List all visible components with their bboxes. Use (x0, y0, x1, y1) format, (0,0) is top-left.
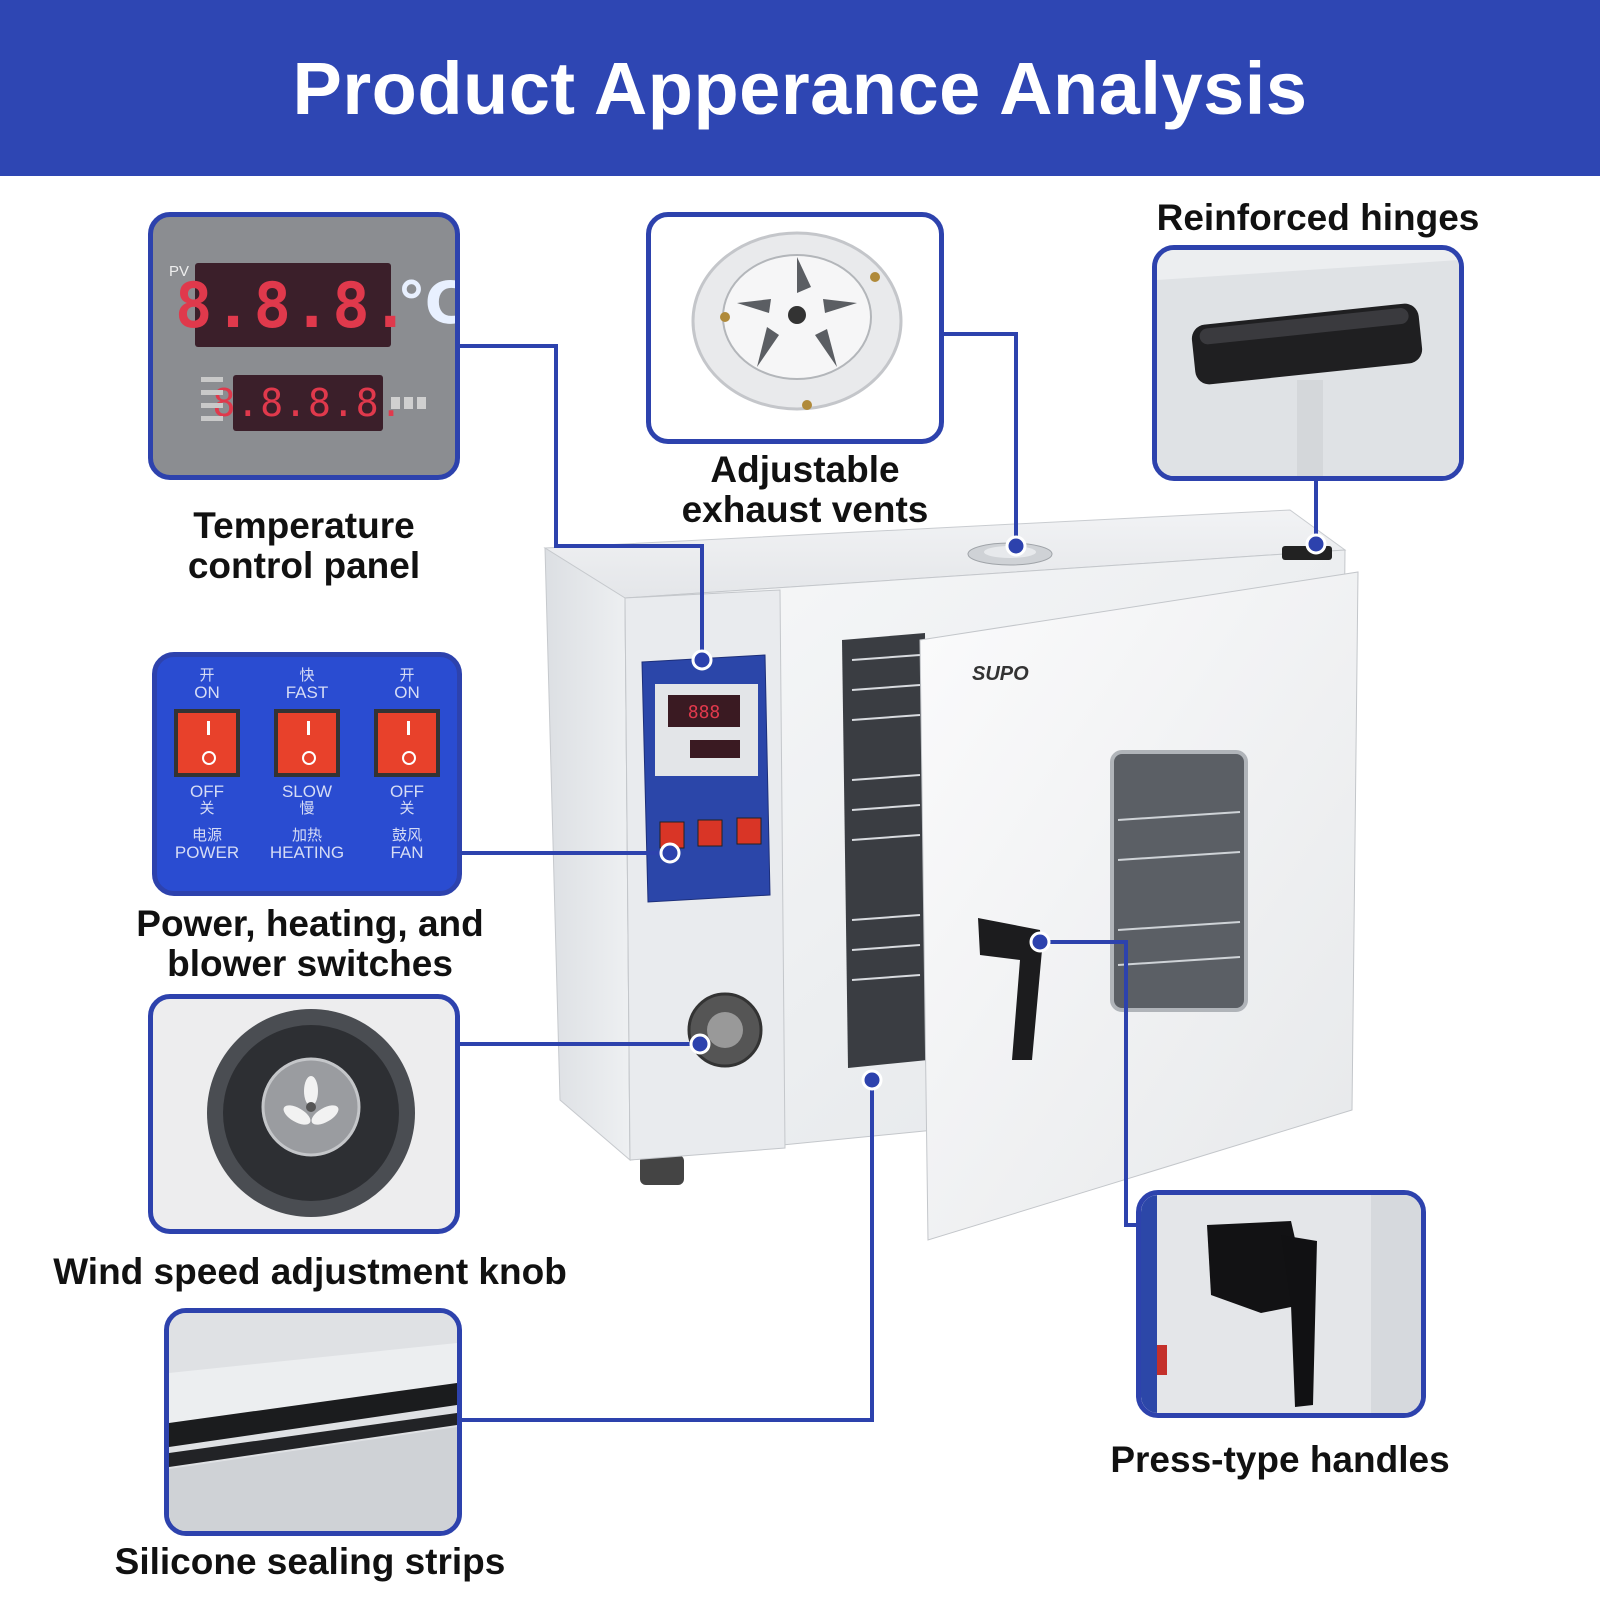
seal-strip-icon (169, 1313, 457, 1531)
oven-rack-lines (851, 654, 921, 981)
mini-switch (659, 821, 685, 849)
label-sealing-strips: Silicone sealing strips (114, 1541, 506, 1582)
rocker-switch-power[interactable] (174, 709, 240, 777)
label-reinforced-hinges: Reinforced hinges (1156, 197, 1480, 238)
callout-exhaust-vents (646, 212, 944, 444)
page-title: Product Apperance Analysis (292, 46, 1308, 130)
door-window (1110, 750, 1248, 1012)
callout-temperature-panel: PV 8.8.8. ℃ 8.8.8.8. (148, 212, 460, 480)
oven-chamber (842, 633, 928, 1068)
sv-indicator-icon (201, 377, 223, 429)
switch-row: 开 ON OFF 关 电源 POWER 快 FAST SLOW 慢 加热 HEA… (157, 657, 457, 891)
sv-keys-icon (391, 397, 429, 409)
callout-sealing-strips (164, 1308, 462, 1536)
oven-side (544, 547, 631, 1162)
callout-wind-knob (148, 994, 460, 1234)
top-hinge (1282, 546, 1332, 560)
label-wind-knob: Wind speed adjustment knob (53, 1251, 567, 1292)
rocker-switch-fan[interactable] (374, 709, 440, 777)
mini-switch (736, 817, 762, 845)
pv-tag: PV (169, 263, 190, 280)
exhaust-vent-icon (691, 231, 903, 411)
mini-switch (697, 819, 723, 847)
callout-switches: 开 ON OFF 关 电源 POWER 快 FAST SLOW 慢 加热 HEA… (152, 652, 462, 896)
fan-knob-icon (207, 1009, 415, 1217)
label-switches: Power, heating, and blower switches (136, 903, 484, 984)
switch-power: 开 ON OFF 关 电源 POWER (174, 667, 240, 862)
sv-digits: 8.8.8.8. (212, 381, 404, 425)
celsius-unit: ℃ (397, 269, 455, 337)
header-banner: Product Apperance Analysis (0, 0, 1600, 176)
callout-reinforced-hinges (1152, 245, 1464, 481)
svg-text:888: 888 (688, 702, 721, 723)
label-temperature-panel: Temperature control panel (187, 505, 421, 586)
rocker-switch-heating[interactable] (274, 709, 340, 777)
hinge-icon (1157, 250, 1459, 476)
oven-foot (640, 1155, 684, 1185)
switch-heating: 快 FAST SLOW 慢 加热 HEATING (269, 667, 345, 862)
door-handle (978, 918, 1042, 1060)
brand-logo: SUPO (972, 663, 1029, 685)
sv-display: 8.8.8.8. (212, 375, 403, 431)
label-press-handles: Press-type handles (1110, 1439, 1450, 1480)
handle-icon (1141, 1195, 1421, 1413)
label-exhaust-vents: Adjustable exhaust vents (681, 449, 929, 530)
callout-press-handles (1136, 1190, 1426, 1418)
pv-display: 8.8.8. (175, 263, 409, 347)
pv-digits: 8.8.8. (175, 268, 411, 342)
switch-fan: 开 ON OFF 关 鼓风 FAN (361, 667, 453, 891)
